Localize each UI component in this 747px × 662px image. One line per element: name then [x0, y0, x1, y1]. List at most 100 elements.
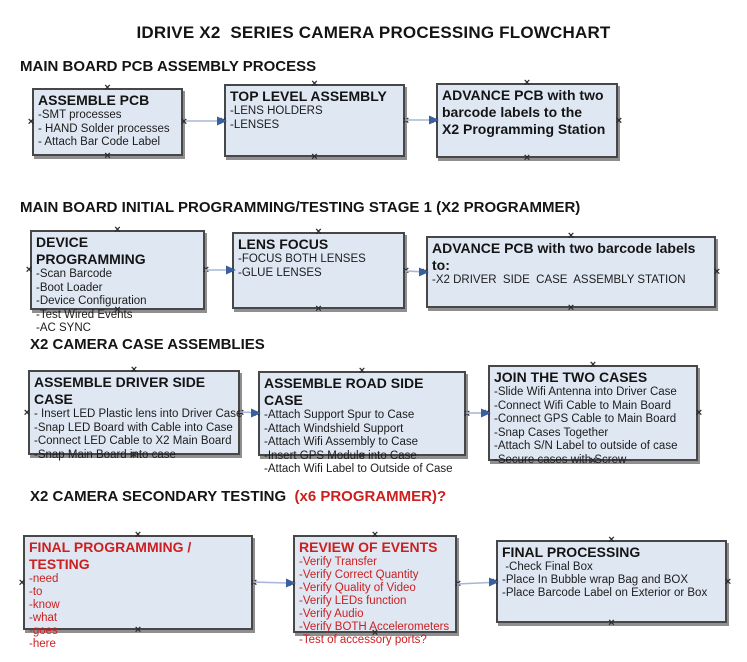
- connection-point-icon: [588, 456, 598, 466]
- connection-point-icon: [420, 267, 430, 277]
- connection-point-icon: [401, 266, 411, 276]
- box-item-text: -Verify Quality of Video: [299, 582, 416, 594]
- connection-point-icon: [236, 408, 246, 418]
- connection-point-icon: [401, 116, 411, 126]
- flow-box-join-the-two-cases: JOIN THE TWO CASES -Slide Wifi Antenna i…: [488, 365, 698, 466]
- box-item-text: -Verify Audio: [299, 608, 364, 620]
- box-item-text: -Connect GPS Cable to Main Board: [494, 413, 677, 425]
- flow-box-review-of-events: REVIEW OF EVENTS -Verify Transfer-Verify…: [293, 535, 457, 646]
- connection-point-icon: [522, 78, 532, 88]
- box-title: ASSEMBLE ROAD SIDE CASE: [264, 375, 424, 408]
- box-item-text: -Connect LED Cable to X2 Main Board: [34, 435, 232, 447]
- connection-point-icon: [462, 409, 472, 419]
- section-header-secondary-testing: X2 CAMERA SECONDARY TESTING (x6 PROGRAMM…: [30, 488, 446, 505]
- flow-box-assemble-pcb: ASSEMBLE PCB -SMT processes- HAND Solder…: [32, 88, 183, 156]
- box-item-text: -here: [29, 638, 56, 650]
- connection-point-icon: [24, 265, 34, 275]
- box-title: FINAL PROGRAMMING / TESTING: [29, 539, 192, 572]
- connection-point-icon: [179, 117, 189, 127]
- box-title: DEVICE PROGRAMMING: [36, 234, 146, 267]
- box-item-text: -Attach Wifi Assembly to Case: [264, 436, 419, 448]
- box-item-text: -Attach Wifi Label to Outside of Case: [264, 463, 453, 475]
- box-item-text: -Verify LEDs function: [299, 595, 407, 607]
- connection-point-icon: [607, 618, 617, 628]
- box-item-text: -Insert GPS Module into Case: [264, 449, 417, 462]
- box-item-text: -Snap Cases Together: [494, 426, 609, 439]
- box-title: REVIEW OF EVENTS: [299, 539, 438, 555]
- flow-box-final-programming-testing: FINAL PROGRAMMING / TESTING -need-to-kno…: [23, 535, 253, 650]
- box-item-list: - Insert LED Plastic lens into Driver Ca…: [34, 408, 243, 462]
- connection-point-icon: [129, 365, 139, 375]
- connection-point-icon: [314, 227, 324, 237]
- box-item-text: -know: [29, 599, 60, 611]
- box-item-list: -Attach Support Spur to Case-Attach Wind…: [264, 409, 460, 477]
- box-item-text: -goes: [29, 625, 58, 637]
- connection-point-icon: [694, 408, 704, 418]
- connection-point-icon: [103, 83, 113, 93]
- box-item-text: -GLUE LENSES: [238, 266, 322, 279]
- flow-box-lens-focus: LENS FOCUS -FOCUS BOTH LENSES-GLUE LENSE…: [232, 232, 405, 309]
- box-item-text: -Check Final Box: [502, 561, 593, 573]
- connection-point-icon: [314, 304, 324, 314]
- connection-point-icon: [482, 408, 492, 418]
- connection-point-icon: [522, 153, 532, 163]
- box-item-text: -what: [29, 612, 58, 624]
- box-item-text: -AC SYNC: [36, 322, 91, 334]
- connection-point-icon: [310, 152, 320, 162]
- connection-point-icon: [357, 366, 367, 376]
- connection-point-icon: [723, 577, 733, 587]
- connection-point-icon: [133, 530, 143, 540]
- box-item-list: -need-to-know-what-goes-here: [29, 573, 247, 651]
- box-title: FINAL PROCESSING: [502, 544, 641, 560]
- connection-point-icon: [607, 535, 617, 545]
- section-header-secondary-testing-black: X2 CAMERA SECONDARY TESTING: [30, 488, 291, 505]
- box-item-text: -Snap Main Board into case: [34, 448, 176, 461]
- connection-point-icon: [103, 151, 113, 161]
- box-item-text: - HAND Solder processes: [38, 122, 170, 135]
- flow-box-assemble-driver-side-case: ASSEMBLE DRIVER SIDE CASE - Insert LED P…: [28, 370, 242, 461]
- connection-point-icon: [370, 530, 380, 540]
- box-title: JOIN THE TWO CASES: [494, 369, 648, 385]
- box-item-text: -FOCUS BOTH LENSES: [238, 253, 366, 265]
- connection-point-icon: [218, 116, 228, 126]
- connection-point-icon: [129, 450, 139, 460]
- box-item-list: -Scan Barcode-Boot Loader-Device Configu…: [36, 268, 199, 336]
- connection-point-icon: [357, 451, 367, 461]
- connection-point-icon: [226, 266, 236, 276]
- box-title: ADVANCE PCB with two barcode labels to t…: [442, 87, 606, 137]
- box-title: TOP LEVEL ASSEMBLY: [230, 88, 387, 104]
- connection-point-icon: [566, 231, 576, 241]
- box-item-text: -need: [29, 573, 59, 585]
- box-item-text: -LENS HOLDERS: [230, 105, 323, 117]
- connection-point-icon: [614, 116, 624, 126]
- box-item-text: -Attach Support Spur to Case: [264, 409, 415, 421]
- box-title: ASSEMBLE PCB: [38, 92, 150, 108]
- box-item-text: -Attach Windshield Support: [264, 422, 404, 435]
- page-title: IDRIVE X2 SERIES CAMERA PROCESSING FLOWC…: [136, 23, 611, 42]
- box-item-text: -Attach S/N Label to outside of case: [494, 440, 678, 452]
- connection-point-icon: [287, 579, 297, 589]
- box-item-text: -Place In Bubble wrap Bag and BOX: [502, 574, 689, 586]
- connection-point-icon: [22, 408, 32, 418]
- box-item-text: -Scan Barcode: [36, 268, 113, 280]
- connection-point-icon: [370, 628, 380, 638]
- connection-point-icon: [588, 360, 598, 370]
- box-title: ADVANCE PCB with two barcode labels to:: [432, 240, 696, 273]
- box-item-text: -Snap LED Board with Cable into Case: [34, 421, 233, 434]
- connection-point-icon: [566, 303, 576, 313]
- box-item-text: -X2 DRIVER SIDE CASE ASSEMBLY STATION: [432, 274, 686, 286]
- connection-point-icon: [113, 305, 123, 315]
- box-item-text: -to: [29, 586, 43, 598]
- box-item-list: -Verify Transfer-Verify Correct Quantity…: [299, 556, 451, 647]
- box-item-text: -Device Configuration: [36, 295, 147, 307]
- box-title: LENS FOCUS: [238, 236, 329, 252]
- box-item-text: -Verify BOTH Accelerometers: [299, 621, 450, 633]
- flow-box-final-processing: FINAL PROCESSING -Check Final Box-Place …: [496, 540, 727, 623]
- box-item-text: - Insert LED Plastic lens into Driver Ca…: [34, 408, 243, 420]
- connection-point-icon: [252, 409, 262, 419]
- box-item-text: -SMT processes: [38, 109, 122, 121]
- flow-box-top-level-assembly: TOP LEVEL ASSEMBLY -LENS HOLDERS-LENSES: [224, 84, 405, 157]
- section-header-initial-programming: MAIN BOARD INITIAL PROGRAMMING/TESTING S…: [20, 199, 581, 216]
- box-item-text: -Boot Loader: [36, 281, 103, 294]
